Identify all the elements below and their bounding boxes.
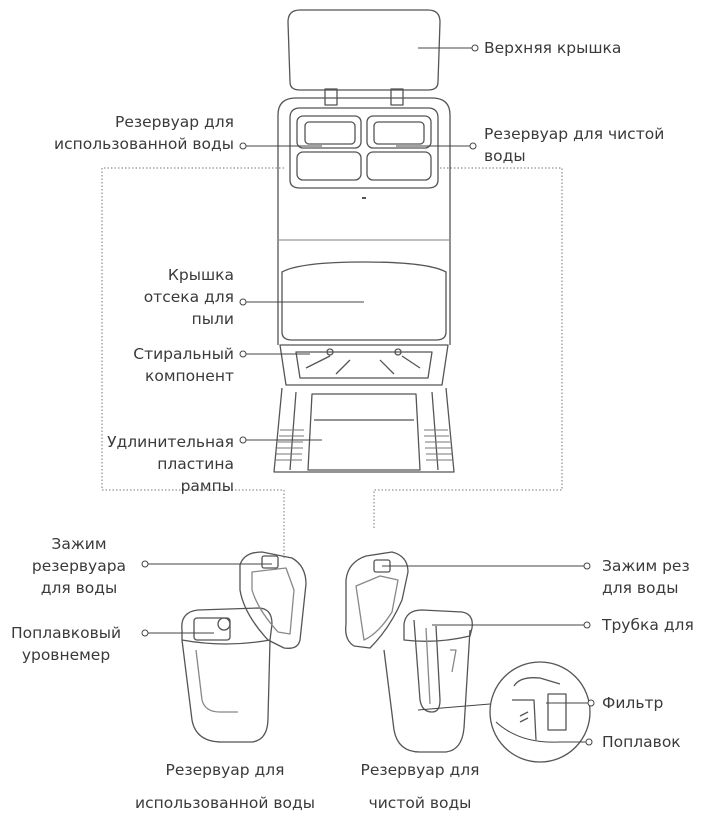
label-ramp-extension: Удлинительная пластина рампы <box>107 433 234 495</box>
label-filter: Фильтр <box>602 694 664 712</box>
base-shape <box>273 387 455 473</box>
right-tank-lid <box>345 551 409 649</box>
station-tank-used <box>296 115 362 181</box>
label-clean-water-tank-top: Резервуар для чистой воды <box>484 125 665 165</box>
label-float: Поплавок <box>602 733 681 751</box>
label-used-water-tank-top: Резервуар для использованной воды <box>54 113 234 153</box>
label-top-lid: Верхняя крышка <box>484 39 622 57</box>
label-dust-compartment-lid: Крышка отсека для пыли <box>143 266 234 328</box>
label-tank-clamp-left: Зажим резервуара для воды <box>31 535 127 597</box>
label-used-water-tank-bottom: Резервуар для использованной воды <box>135 761 315 812</box>
washing-component-shape <box>279 344 449 386</box>
station-tank-clean <box>366 115 432 181</box>
label-tank-clamp-right: Зажим рез для воды <box>602 557 690 597</box>
zoom-circle <box>489 661 591 763</box>
top-lid-shape <box>287 9 441 91</box>
label-float-level-gauge: Поплавковый уровнемер <box>10 624 122 664</box>
clean-water-tank <box>345 551 473 753</box>
label-washing-component: Стиральный компонент <box>133 345 234 385</box>
station-body <box>277 97 451 190</box>
label-clean-water-tank-bottom: Резервуар для чистой воды <box>360 761 480 812</box>
label-tube: Трубка для <box>602 616 694 634</box>
left-tank-lid <box>239 551 307 649</box>
used-water-tank <box>181 551 307 743</box>
dust-lid-shape <box>281 261 447 341</box>
